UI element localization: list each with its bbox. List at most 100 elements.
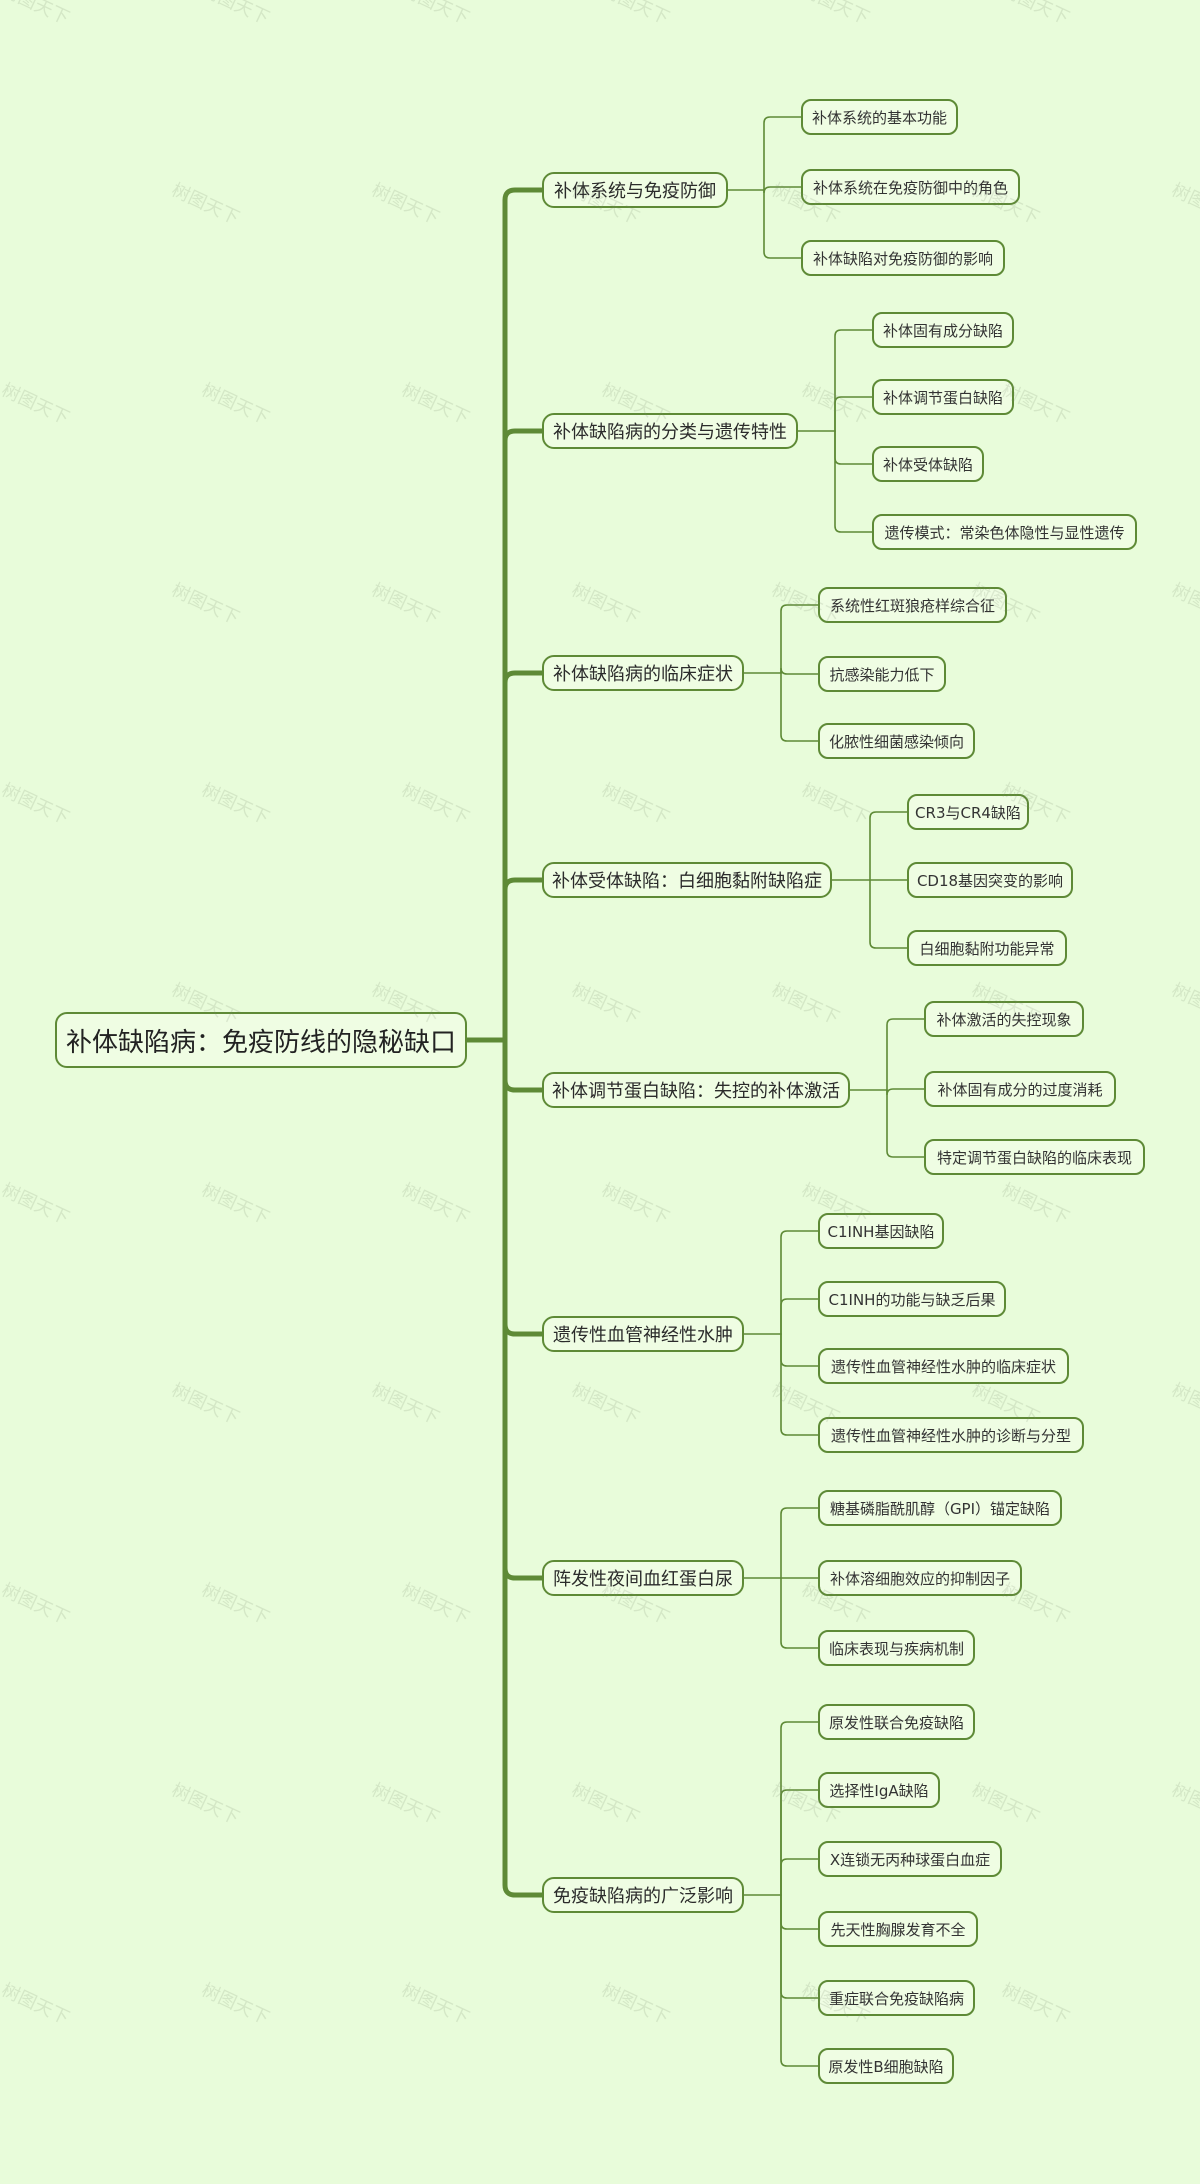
connector-line — [502, 1037, 545, 1898]
leaf-topic[interactable]: 补体溶细胞效应的抑制因子 — [818, 1560, 1022, 1596]
leaf-topic[interactable]: 化脓性细菌感染倾向 — [818, 723, 975, 759]
connector-line — [502, 1037, 545, 1093]
branch-topic-label: 补体系统与免疫防御 — [554, 181, 716, 202]
connector-line — [780, 1894, 819, 2067]
leaf-topic[interactable]: 遗传性血管神经性水肿的临床症状 — [818, 1348, 1069, 1384]
branch-topic[interactable]: 遗传性血管神经性水肿 — [542, 1316, 744, 1352]
connector-line — [780, 604, 819, 674]
leaf-topic[interactable]: CR3与CR4缺陷 — [907, 794, 1029, 830]
leaf-topic-label: 重症联合免疫缺陷病 — [828, 1989, 964, 2008]
leaf-topic-label: 抗感染能力低下 — [829, 665, 935, 684]
leaf-topic-label: 临床表现与疾病机制 — [828, 1639, 964, 1658]
leaf-topic-label: C1INH的功能与缺乏后果 — [828, 1290, 996, 1309]
connector-line — [763, 186, 802, 194]
connector-line — [780, 1333, 819, 1436]
leaf-topic[interactable]: 先天性胸腺发育不全 — [818, 1911, 978, 1947]
leaf-topic-label: 原发性联合免疫缺陷 — [828, 1713, 964, 1732]
leaf-topic[interactable]: C1INH基因缺陷 — [818, 1213, 944, 1249]
branch-topic-label: 补体调节蛋白缺陷：失控的补体激活 — [552, 1081, 840, 1102]
leaf-topic[interactable]: 补体固有成分缺陷 — [872, 312, 1014, 348]
leaf-topic[interactable]: 选择性IgA缺陷 — [818, 1772, 940, 1808]
leaf-topic-label: CD18基因突变的影响 — [916, 871, 1064, 890]
leaf-topic-label: 补体固有成分缺陷 — [882, 321, 1003, 340]
leaf-topic[interactable]: 原发性B细胞缺陷 — [818, 2048, 954, 2084]
connector-line — [780, 1789, 819, 1896]
branch-topic[interactable]: 补体调节蛋白缺陷：失控的补体激活 — [542, 1072, 850, 1108]
leaf-topic[interactable]: CD18基因突变的影响 — [907, 862, 1073, 898]
branch-topic[interactable]: 免疫缺陷病的广泛影响 — [542, 1877, 744, 1913]
connector-line — [886, 1089, 925, 1158]
connector-line — [780, 1507, 819, 1579]
branch-topic[interactable]: 补体缺陷病的分类与遗传特性 — [542, 413, 798, 449]
leaf-topic[interactable]: 抗感染能力低下 — [818, 656, 946, 692]
leaf-topic-label: 化脓性细菌感染倾向 — [828, 732, 964, 751]
connector-line — [780, 1230, 819, 1335]
connector-line — [502, 187, 545, 1043]
connector-line — [763, 189, 802, 259]
leaf-topic[interactable]: 补体缺陷对免疫防御的影响 — [801, 240, 1005, 276]
connector-line — [869, 879, 908, 949]
leaf-topic-label: 白细胞黏附功能异常 — [919, 939, 1055, 958]
connector-line — [502, 877, 545, 1043]
branch-topic-label: 补体缺陷病的分类与遗传特性 — [553, 422, 787, 443]
leaf-topic-label: 补体溶细胞效应的抑制因子 — [829, 1569, 1010, 1588]
leaf-topic-label: C1INH基因缺陷 — [827, 1222, 935, 1241]
leaf-topic-label: 选择性IgA缺陷 — [829, 1781, 929, 1800]
branch-topic-label: 补体受体缺陷：白细胞黏附缺陷症 — [552, 871, 822, 892]
leaf-topic-label: 补体受体缺陷 — [882, 455, 973, 474]
leaf-topic-label: 补体固有成分的过度消耗 — [937, 1080, 1103, 1099]
connector-line — [502, 670, 545, 1043]
leaf-topic-label: 补体调节蛋白缺陷 — [882, 388, 1003, 407]
connector-line — [780, 1894, 819, 1930]
leaf-topic-label: 遗传模式：常染色体隐性与显性遗传 — [884, 523, 1125, 542]
leaf-topic-label: 特定调节蛋白缺陷的临床表现 — [936, 1148, 1132, 1167]
connector-line — [869, 811, 908, 881]
leaf-topic[interactable]: 糖基磷脂酰肌醇（GPI）锚定缺陷 — [818, 1490, 1062, 1526]
root-topic-label: 补体缺陷病：免疫防线的隐秘缺口 — [65, 1027, 456, 1058]
leaf-topic[interactable]: 补体受体缺陷 — [872, 446, 984, 482]
leaf-topic[interactable]: 补体固有成分的过度消耗 — [924, 1071, 1116, 1107]
leaf-topic[interactable]: 重症联合免疫缺陷病 — [818, 1980, 975, 2016]
branch-topic[interactable]: 阵发性夜间血红蛋白尿 — [542, 1560, 744, 1596]
leaf-topic[interactable]: 系统性红斑狼疮样综合征 — [818, 587, 1007, 623]
connector-line — [780, 1858, 819, 1896]
connector-line — [886, 1088, 925, 1096]
connector-line — [886, 1018, 925, 1091]
leaf-topic-label: 补体系统在免疫防御中的角色 — [812, 178, 1008, 197]
connector-line — [502, 1037, 545, 1581]
branch-topic-label: 遗传性血管神经性水肿 — [553, 1325, 733, 1346]
leaf-topic-label: 遗传性血管神经性水肿的临床症状 — [830, 1357, 1056, 1376]
leaf-topic[interactable]: X连锁无丙种球蛋白血症 — [818, 1841, 1002, 1877]
leaf-topic[interactable]: 遗传模式：常染色体隐性与显性遗传 — [872, 514, 1137, 550]
branch-topic-label: 补体缺陷病的临床症状 — [553, 664, 733, 685]
connector-line — [780, 1721, 819, 1896]
leaf-topic[interactable]: 白细胞黏附功能异常 — [907, 930, 1067, 966]
leaf-topic-label: 补体缺陷对免疫防御的影响 — [812, 249, 993, 268]
leaf-topic[interactable]: 遗传性血管神经性水肿的诊断与分型 — [818, 1417, 1084, 1453]
connector-line — [834, 430, 873, 465]
leaf-topic-label: 系统性红斑狼疮样综合征 — [829, 596, 995, 615]
leaf-topic[interactable]: 特定调节蛋白缺陷的临床表现 — [924, 1139, 1145, 1175]
leaf-topic-label: 补体系统的基本功能 — [811, 108, 947, 127]
leaf-topic[interactable]: 原发性联合免疫缺陷 — [818, 1704, 975, 1740]
connector-line — [780, 672, 819, 742]
branch-topic[interactable]: 补体受体缺陷：白细胞黏附缺陷症 — [542, 862, 832, 898]
connector-line — [834, 329, 873, 432]
leaf-topic[interactable]: 临床表现与疾病机制 — [818, 1630, 975, 1666]
leaf-topic[interactable]: 补体系统在免疫防御中的角色 — [801, 169, 1020, 205]
leaf-topic[interactable]: C1INH的功能与缺乏后果 — [818, 1281, 1006, 1317]
branch-topic[interactable]: 补体系统与免疫防御 — [542, 172, 728, 208]
branch-topic-label: 免疫缺陷病的广泛影响 — [553, 1886, 733, 1907]
connector-line — [780, 667, 819, 675]
connector-line — [780, 1577, 819, 1649]
root-topic[interactable]: 补体缺陷病：免疫防线的隐秘缺口 — [55, 1012, 467, 1068]
branch-topic[interactable]: 补体缺陷病的临床症状 — [542, 655, 744, 691]
leaf-topic-label: 原发性B细胞缺陷 — [828, 2057, 944, 2076]
leaf-topic-label: 遗传性血管神经性水肿的诊断与分型 — [830, 1426, 1071, 1445]
leaf-topic[interactable]: 补体调节蛋白缺陷 — [872, 379, 1014, 415]
leaf-topic[interactable]: 补体系统的基本功能 — [801, 99, 958, 135]
leaf-topic[interactable]: 补体激活的失控现象 — [924, 1001, 1084, 1037]
connector-line — [502, 1037, 545, 1337]
